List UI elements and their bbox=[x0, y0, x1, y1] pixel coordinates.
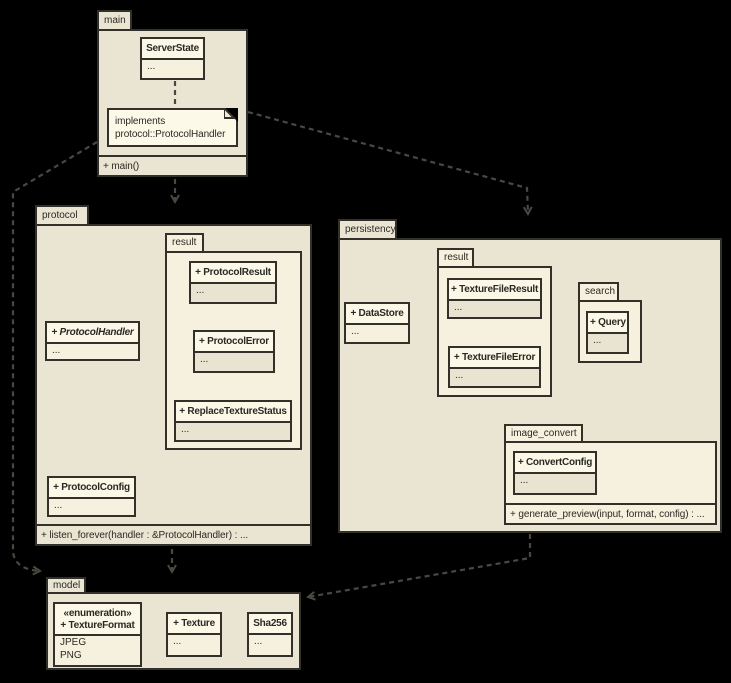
class-texturefileresult[interactable]: + TextureFileResult ... bbox=[447, 278, 542, 319]
package-label: main bbox=[104, 14, 126, 26]
class-title: + ConvertConfig bbox=[515, 453, 595, 474]
package-tab-main[interactable]: main bbox=[97, 10, 132, 31]
package-tab-protocol[interactable]: protocol bbox=[35, 205, 89, 226]
enum-value-png: PNG bbox=[60, 649, 82, 661]
class-body: ... bbox=[249, 634, 291, 655]
class-protocolhandler[interactable]: + ProtocolHandler ... bbox=[45, 321, 140, 361]
class-title: + ProtocolConfig bbox=[49, 478, 134, 499]
package-label: result bbox=[172, 237, 197, 248]
class-stereotype: «enumeration» bbox=[63, 608, 132, 619]
class-sha256[interactable]: Sha256 ... bbox=[247, 612, 293, 657]
package-image-convert-operations: + generate_preview(input, format, config… bbox=[506, 503, 715, 523]
edge-persistency-to-model bbox=[306, 534, 532, 601]
class-body: ... bbox=[449, 300, 540, 317]
note-line1: implements bbox=[115, 116, 166, 127]
class-replacetexturestatus[interactable]: + ReplaceTextureStatus ... bbox=[174, 400, 292, 442]
class-body: ... bbox=[588, 333, 627, 352]
class-title: + Query bbox=[588, 313, 627, 334]
enum-value-jpeg: JPEG bbox=[60, 637, 87, 648]
class-query[interactable]: + Query ... bbox=[586, 311, 629, 354]
note-line2: protocol::ProtocolHandler bbox=[115, 129, 226, 140]
class-title: + ProtocolResult bbox=[191, 263, 275, 284]
class-body: ... bbox=[176, 422, 290, 440]
class-serverstate[interactable]: ServerState ... bbox=[140, 37, 205, 80]
class-body: ... bbox=[142, 59, 203, 78]
package-main-operations: + main() bbox=[99, 155, 246, 175]
class-body: ... bbox=[346, 324, 408, 342]
class-body: ... bbox=[49, 498, 134, 515]
class-protocolerror[interactable]: + ProtocolError ... bbox=[193, 330, 275, 373]
class-texturefileerror[interactable]: + TextureFileError ... bbox=[448, 346, 541, 388]
class-title: + TextureFileResult bbox=[449, 280, 540, 301]
class-title: «enumeration» + TextureFormat bbox=[55, 604, 140, 636]
class-protocolresult[interactable]: + ProtocolResult ... bbox=[189, 261, 277, 304]
class-textureformat[interactable]: «enumeration» + TextureFormat JPEG PNG bbox=[53, 602, 142, 667]
package-label: result bbox=[444, 252, 469, 263]
package-tab-persistency-result[interactable]: result bbox=[437, 248, 474, 268]
edge-main-to-persistency bbox=[247, 110, 533, 217]
class-body: ... bbox=[191, 283, 275, 302]
class-body: ... bbox=[195, 352, 273, 371]
package-protocol-operations: + listen_forever(handler : &ProtocolHand… bbox=[37, 524, 310, 544]
package-label: search bbox=[585, 286, 616, 297]
package-label: image_convert bbox=[511, 427, 577, 439]
package-tab-persistency[interactable]: persistency bbox=[338, 219, 397, 240]
operation-generate-preview: + generate_preview(input, format, config… bbox=[510, 509, 705, 520]
package-tab-model[interactable]: model bbox=[46, 577, 86, 594]
class-title: + ProtocolError bbox=[195, 332, 273, 353]
package-tab-search[interactable]: search bbox=[578, 282, 619, 302]
class-body: ... bbox=[168, 634, 220, 655]
class-name: + TextureFormat bbox=[60, 619, 135, 631]
package-tab-protocol-result[interactable]: result bbox=[165, 233, 204, 253]
note-implements[interactable]: implements protocol::ProtocolHandler bbox=[107, 108, 238, 147]
class-datastore[interactable]: + DataStore ... bbox=[344, 302, 410, 344]
class-title: + Texture bbox=[168, 614, 220, 635]
note-fold-icon bbox=[224, 108, 238, 122]
class-title: + ReplaceTextureStatus bbox=[176, 402, 290, 423]
class-title: Sha256 bbox=[249, 614, 291, 635]
class-body: ... bbox=[450, 368, 539, 386]
class-title: + ProtocolHandler bbox=[47, 323, 138, 344]
class-title: + DataStore bbox=[346, 304, 408, 325]
class-body: JPEG PNG bbox=[55, 636, 140, 665]
package-label: model bbox=[53, 579, 81, 591]
operation-listen-forever: + listen_forever(handler : &ProtocolHand… bbox=[41, 530, 249, 541]
class-convertconfig[interactable]: + ConvertConfig ... bbox=[513, 451, 597, 495]
package-label: persistency bbox=[345, 223, 396, 235]
class-texture[interactable]: + Texture ... bbox=[166, 612, 222, 657]
operation-main: + main() bbox=[103, 161, 140, 172]
class-body: ... bbox=[47, 343, 138, 359]
class-title: ServerState bbox=[142, 39, 203, 60]
class-protocolconfig[interactable]: + ProtocolConfig ... bbox=[47, 476, 136, 517]
package-label: protocol bbox=[42, 209, 78, 221]
class-title: + TextureFileError bbox=[450, 348, 539, 369]
class-body: ... bbox=[515, 473, 595, 493]
